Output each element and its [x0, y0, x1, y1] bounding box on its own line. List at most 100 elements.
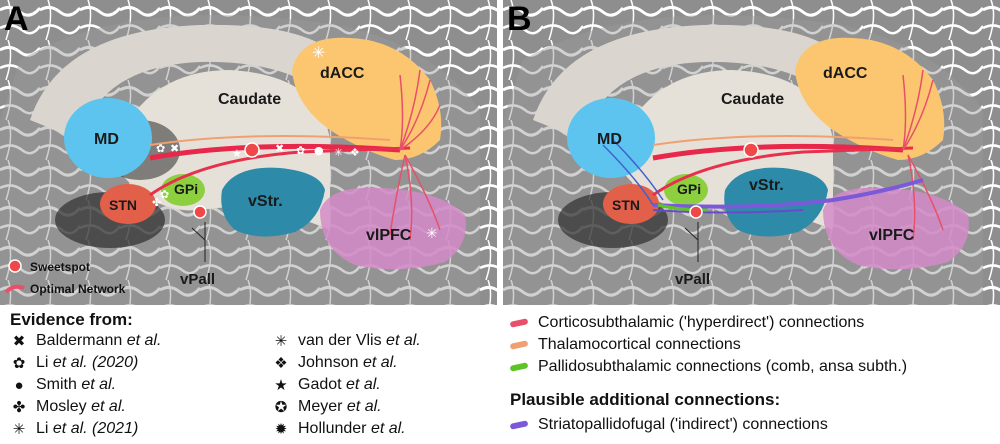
connection-item: Pallidosubthalamic connections (comb, an…: [509, 358, 907, 376]
evidence-legend: Evidence from: ✖ Baldermann et al. ✿ Li et …: [10, 310, 500, 444]
panel-a-letter: A: [4, 0, 29, 38]
evidence-citation: Mosley et al.: [36, 398, 126, 416]
evidence-suffix: et al.: [346, 376, 381, 393]
evidence-author: Hollunder: [298, 420, 371, 437]
stn-region: [100, 184, 156, 224]
evidence-symbol-icon: ✳: [12, 421, 26, 438]
evidence-year: (2020): [87, 354, 139, 371]
connection-item: Striatopallidofugal ('indirect') connect…: [509, 416, 828, 434]
evidence-symbol: ●: [314, 144, 324, 157]
evidence-suffix: et al.: [126, 332, 162, 349]
evidence-citation: Li et al. (2020): [36, 354, 138, 372]
connections-legend: Corticosubthalamic ('hyperdirect') conne…: [509, 310, 990, 444]
evidence-symbol-icon: ✤: [12, 399, 26, 416]
md-label: MD: [597, 131, 622, 148]
panel-b-diagram: MD Caudate dACC GPi STN vStr. vlPFC vPal…: [503, 0, 1000, 305]
evidence-author: Mosley: [36, 398, 92, 415]
dacc-region: [292, 37, 442, 161]
md-region: [567, 98, 655, 178]
connection-swatch-icon: [509, 420, 529, 430]
gpi-label: GPi: [174, 181, 198, 197]
evidence-symbol-icon: ✹: [274, 421, 288, 438]
md-region: [64, 98, 152, 178]
evidence-citation: Meyer et al.: [298, 398, 382, 416]
evidence-citation: van der Vlis et al.: [298, 332, 421, 350]
additional-connections-title: Plausible additional connections:: [510, 390, 781, 409]
evidence-symbol-icon: ●: [14, 376, 24, 394]
evidence-item: ✖ Baldermann et al.: [10, 332, 162, 350]
evidence-item: ✤ Mosley et al.: [10, 398, 126, 416]
evidence-suffix: et al.: [370, 420, 406, 437]
connection-item: Corticosubthalamic ('hyperdirect') conne…: [509, 314, 864, 332]
evidence-item: ✹ Hollunder et al.: [272, 420, 406, 438]
evidence-author: Li: [36, 420, 53, 437]
vpall-label: vPall: [675, 271, 710, 288]
panel-b: MD Caudate dACC GPi STN vStr. vlPFC vPal…: [503, 0, 1000, 305]
evidence-item: ✳van der Vlis et al.: [272, 332, 421, 350]
optimal-network-key-label: Optimal Network: [30, 282, 126, 296]
hyperdirect-fiber: [149, 143, 401, 161]
evidence-suffix: et al.: [81, 376, 117, 393]
evidence-item: ✪ Meyer et al.: [272, 398, 382, 416]
evidence-symbol: ✳: [312, 43, 325, 62]
evidence-symbol: ❖: [350, 146, 360, 159]
evidence-symbol-icon: ✪: [274, 399, 288, 416]
evidence-author: Smith: [36, 376, 82, 393]
evidence-symbol: ✿: [156, 142, 165, 155]
thalamocortical-fiber: [652, 135, 894, 146]
evidence-symbol-icon: ✿: [12, 355, 26, 372]
evidence-symbol-icon: ★: [274, 377, 288, 394]
panel-b-letter: B: [507, 0, 532, 38]
indirect-fiber: [652, 178, 924, 209]
evidence-item: ● Smith et al.: [10, 376, 116, 394]
evidence-symbol: ★: [232, 147, 242, 160]
panel-a: ✿ ✖ ★ ✖ ✿ ● ✳ ❖ ✳ ✳ ✿ ✤ MD Caudate dACC …: [0, 0, 497, 305]
vpall-label: vPall: [180, 271, 215, 288]
hyperdirect-fiber: [652, 143, 904, 161]
vlpfc-label: vlPFC: [366, 227, 412, 244]
vlpfc-label: vlPFC: [869, 227, 915, 244]
evidence-item: ★ Gadot et al.: [272, 376, 381, 394]
connection-swatch-icon: [509, 362, 529, 372]
caudate-label: Caudate: [218, 91, 281, 108]
evidence-item: ✳ Li et al. (2021): [10, 420, 139, 438]
evidence-author: Baldermann: [36, 332, 127, 349]
sweetspot-key-icon: [8, 259, 22, 273]
evidence-suffix: et al.: [91, 398, 126, 415]
dacc-label: dACC: [823, 65, 868, 82]
evidence-author: Gadot: [298, 376, 347, 393]
caudate-label: Caudate: [721, 91, 784, 108]
evidence-symbol: ✳: [334, 146, 343, 159]
evidence-item: ❖ Johnson et al.: [272, 354, 398, 372]
caudate-region: [533, 24, 853, 140]
evidence-symbol: ✤: [152, 196, 161, 209]
evidence-citation: Johnson et al.: [298, 354, 398, 372]
evidence-symbol: ✖: [275, 142, 284, 155]
evidence-symbol-icon: ❖: [274, 355, 288, 372]
evidence-symbol: ✳: [426, 226, 438, 242]
panel-a-diagram: ✿ ✖ ★ ✖ ✿ ● ✳ ❖ ✳ ✳ ✿ ✤ MD Caudate dACC …: [0, 0, 497, 305]
pallidosubthalamic-fiber: [657, 203, 709, 212]
sweetspot-marker: [193, 205, 207, 219]
evidence-year: (2021): [87, 420, 139, 437]
evidence-citation: Li et al. (2021): [36, 420, 138, 438]
evidence-author: Johnson: [298, 354, 363, 371]
evidence-title: Evidence from:: [10, 310, 133, 329]
vlpfc-region: [320, 187, 466, 270]
sweetspot-marker: [244, 142, 260, 158]
sweetspot-marker: [743, 142, 759, 158]
connection-item: Thalamocortical connections: [509, 336, 741, 354]
thalamocortical-fiber: [149, 135, 391, 146]
connection-label: Thalamocortical connections: [538, 336, 741, 353]
evidence-author: Meyer: [298, 398, 347, 415]
evidence-citation: Gadot et al.: [298, 376, 381, 394]
evidence-suffix: et al.: [52, 354, 88, 371]
evidence-symbol: ✖: [170, 142, 179, 155]
evidence-symbol-icon: ✖: [12, 333, 26, 350]
evidence-suffix: et al.: [52, 420, 88, 437]
evidence-citation: Baldermann et al.: [36, 332, 161, 350]
optimal-network-key-icon: [4, 284, 25, 294]
evidence-citation: Smith et al.: [36, 376, 116, 394]
evidence-citation: Hollunder et al.: [298, 420, 406, 438]
vstr-label: vStr.: [749, 177, 784, 194]
